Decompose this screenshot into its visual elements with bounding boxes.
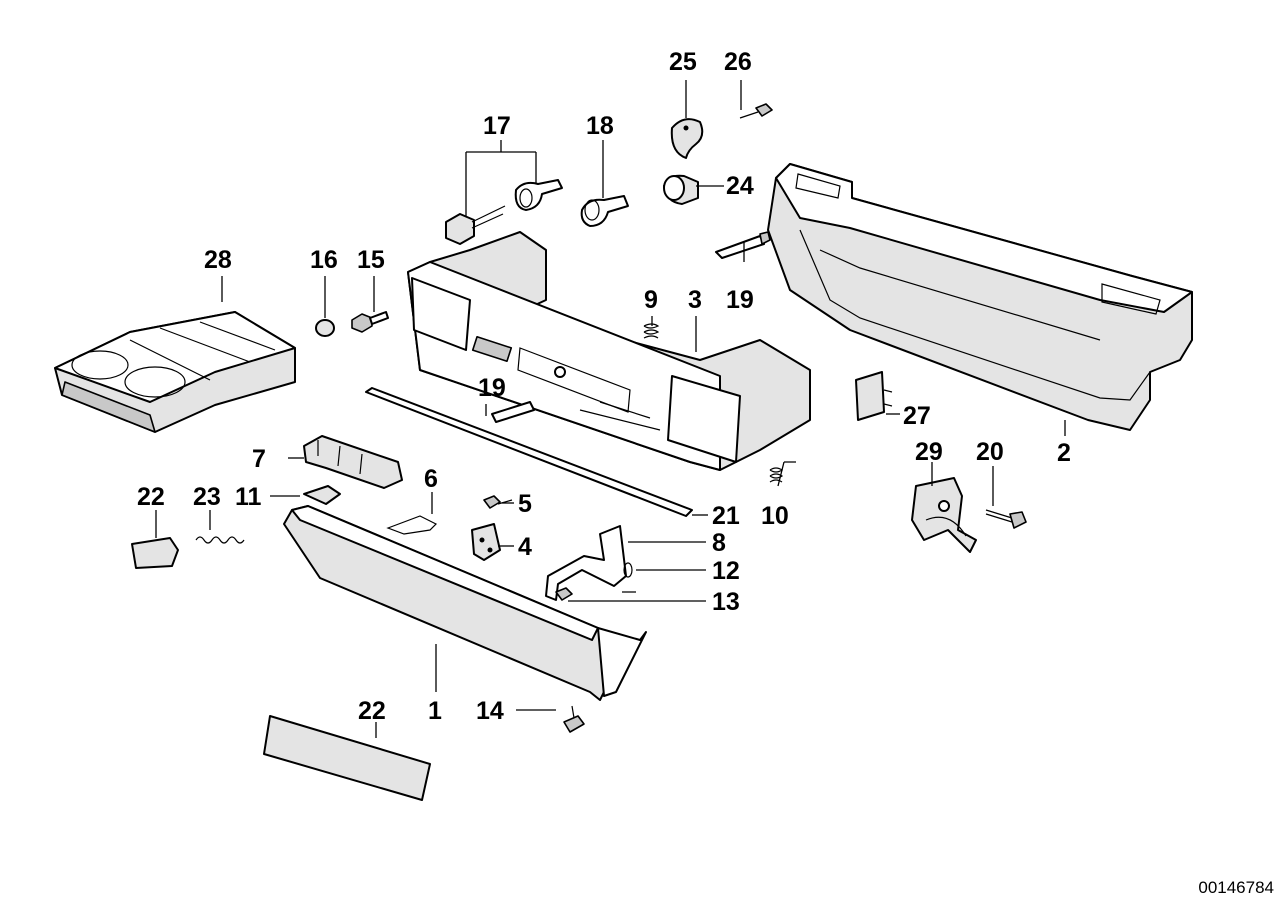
part-6-spring-clip bbox=[386, 515, 438, 535]
part-27-screw bbox=[739, 103, 773, 119]
callout-14: 14 bbox=[476, 697, 504, 725]
callout-25: 24 bbox=[726, 172, 754, 200]
callout-2: 2 bbox=[1057, 439, 1071, 467]
callout-19-middle: 19 bbox=[478, 374, 506, 402]
callout-24: 23 bbox=[193, 483, 221, 511]
part-13-screw bbox=[555, 587, 573, 601]
callout-21: 21 bbox=[712, 502, 740, 530]
part-18-lock-cylinder bbox=[580, 195, 629, 227]
part-14-screw bbox=[563, 705, 585, 733]
callout-labels: 28 16 15 17 18 25 26 24 19 9 3 19 2 27 2… bbox=[137, 48, 1071, 725]
part-26-disc bbox=[670, 118, 704, 159]
part-3-housing bbox=[407, 231, 811, 471]
callout-7: 7 bbox=[252, 445, 266, 473]
callout-30: 29 bbox=[915, 438, 943, 466]
callout-18: 18 bbox=[586, 112, 614, 140]
callout-6: 6 bbox=[424, 465, 438, 493]
part-24-spring bbox=[195, 536, 245, 544]
callout-22: 22 bbox=[358, 697, 386, 725]
part-9-spring bbox=[643, 323, 660, 339]
callout-13: 13 bbox=[712, 588, 740, 616]
part-2-frame bbox=[767, 163, 1193, 431]
part-11-plate bbox=[303, 485, 341, 505]
callout-16: 16 bbox=[310, 246, 338, 274]
drawing-number: 00146784 bbox=[1198, 878, 1274, 897]
leader-lines bbox=[155, 80, 1066, 738]
part-1-glove-box-lid bbox=[283, 505, 647, 701]
callout-1: 1 bbox=[428, 697, 442, 725]
callout-20: 20 bbox=[976, 438, 1004, 466]
callout-17: 17 bbox=[483, 112, 511, 140]
part-25-cap bbox=[663, 174, 699, 205]
part-22-label bbox=[263, 715, 431, 801]
callout-28: 27 bbox=[903, 402, 931, 430]
callout-9: 9 bbox=[644, 286, 658, 314]
part-5-screw bbox=[483, 495, 513, 509]
callout-3: 3 bbox=[688, 286, 702, 314]
callout-12: 12 bbox=[712, 557, 740, 585]
part-19-pin-middle bbox=[491, 401, 535, 423]
part-21-seal-strip bbox=[365, 387, 693, 517]
callout-15: 15 bbox=[357, 246, 385, 274]
part-17-lock-and-key bbox=[445, 179, 563, 245]
callout-10: 10 bbox=[761, 502, 789, 530]
part-20-screw bbox=[985, 509, 1027, 529]
part-30-hinge bbox=[911, 477, 977, 553]
part-15-screw bbox=[351, 311, 389, 333]
part-4-bracket bbox=[471, 523, 501, 561]
callout-4: 4 bbox=[518, 533, 532, 561]
callout-27: 26 bbox=[724, 48, 752, 76]
callout-5: 5 bbox=[518, 490, 532, 518]
callout-11: 11 bbox=[235, 483, 262, 511]
callout-26: 25 bbox=[669, 48, 697, 76]
part-28-clip bbox=[855, 371, 893, 421]
callout-29: 28 bbox=[204, 246, 232, 274]
callout-19-upper: 19 bbox=[726, 286, 754, 314]
part-19-pin-upper bbox=[715, 231, 771, 259]
part-8-handle-lever bbox=[545, 525, 627, 601]
part-12-spring bbox=[623, 562, 633, 578]
callout-8: 8 bbox=[712, 529, 726, 557]
part-7-latch-bracket bbox=[303, 435, 403, 489]
part-29-cup-holder bbox=[54, 311, 296, 433]
part-16-plug bbox=[315, 319, 335, 337]
callout-23: 22 bbox=[137, 483, 165, 511]
part-23-button bbox=[131, 537, 179, 569]
